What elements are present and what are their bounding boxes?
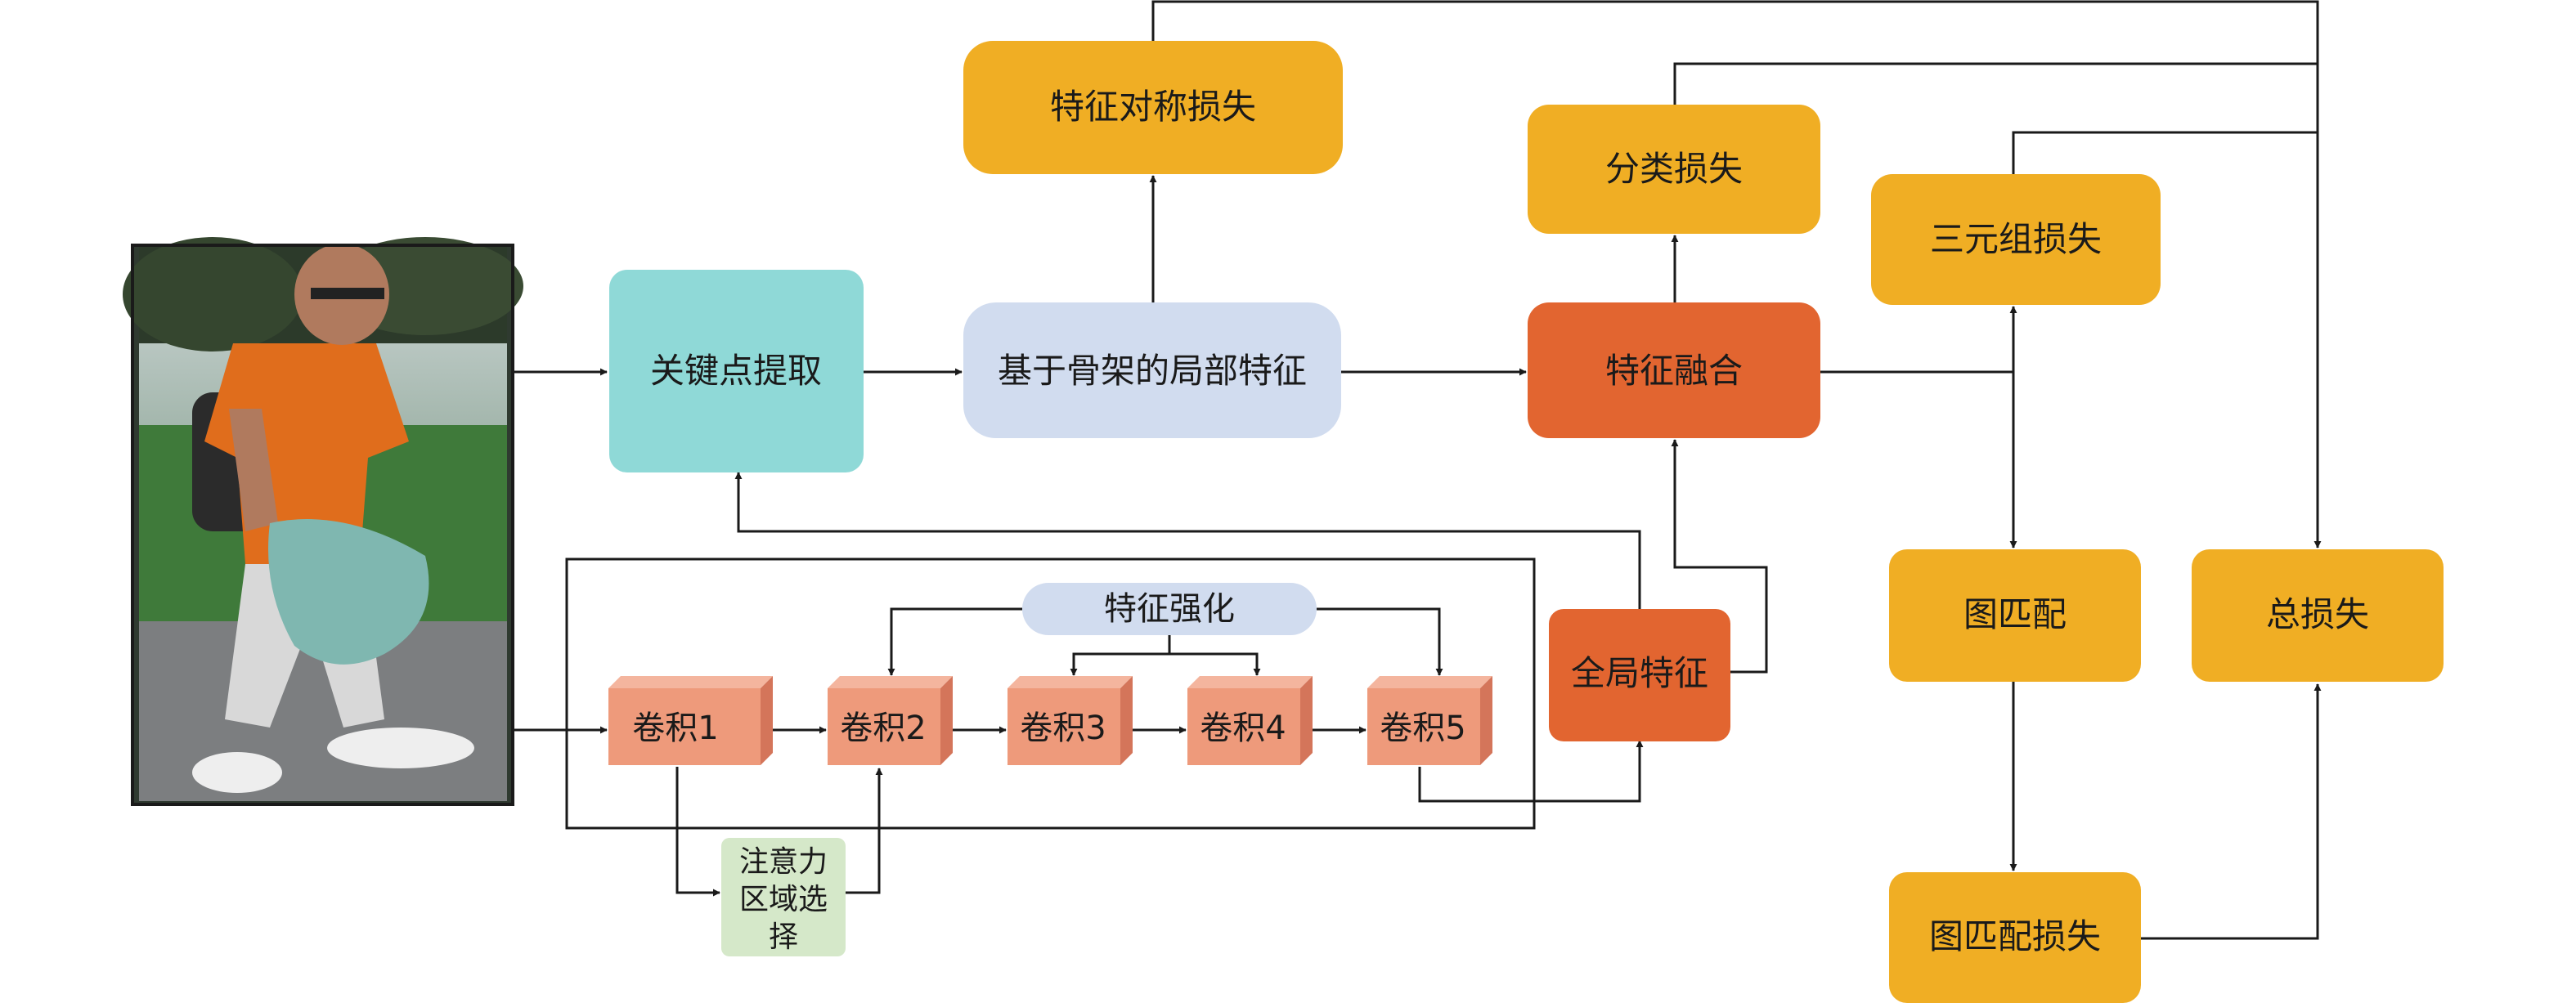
classification-loss-label: 分类损失 <box>1605 149 1743 189</box>
feature-fusion-label: 特征融合 <box>1605 351 1743 391</box>
attention-line-1: 注意力 <box>739 845 828 879</box>
person-photo <box>123 237 523 806</box>
graph-matching-label: 图匹配 <box>1963 594 2067 634</box>
total-loss-label: 总损失 <box>2266 594 2369 634</box>
conv-4-label: 卷积4 <box>1200 710 1286 747</box>
backbone-container <box>565 557 1536 830</box>
conv-2-label: 卷积2 <box>840 710 926 747</box>
graph-matching-loss-node: 图匹配损失 <box>1889 872 2141 1003</box>
classification-loss-node: 分类损失 <box>1528 105 1820 234</box>
feature-enhancement-label: 特征强化 <box>1104 590 1235 628</box>
graph-matching-loss-label: 图匹配损失 <box>1929 916 2101 956</box>
conv-3-label: 卷积3 <box>1020 710 1106 747</box>
conv-block-5: 卷积5 <box>1367 676 1492 765</box>
conv-1-label: 卷积1 <box>632 710 718 747</box>
feature-fusion-node: 特征融合 <box>1528 302 1820 438</box>
global-feature-node: 全局特征 <box>1549 609 1730 741</box>
attention-region-selection-node: 注意力 区域选 择 <box>721 838 846 956</box>
conv-block-2: 卷积2 <box>828 676 953 765</box>
feature-symmetry-loss-node: 特征对称损失 <box>963 41 1343 174</box>
triplet-loss-label: 三元组损失 <box>1930 219 2102 259</box>
triplet-loss-node: 三元组损失 <box>1871 174 2161 305</box>
conv-block-3: 卷积3 <box>1008 676 1133 765</box>
attention-line-3: 择 <box>769 920 798 954</box>
skeleton-local-feature-node: 基于骨架的局部特征 <box>963 302 1341 438</box>
conv-block-1: 卷积1 <box>608 676 773 765</box>
attention-line-2: 区域选 <box>739 883 828 916</box>
conv-5-label: 卷积5 <box>1380 710 1465 747</box>
total-loss-node: 总损失 <box>2192 549 2444 682</box>
feature-symmetry-loss-label: 特征对称损失 <box>1050 87 1256 127</box>
keypoint-extraction-label: 关键点提取 <box>650 351 822 391</box>
skeleton-local-feature-label: 基于骨架的局部特征 <box>998 351 1307 391</box>
conv-block-4: 卷积4 <box>1187 676 1313 765</box>
graph-matching-node: 图匹配 <box>1889 549 2141 682</box>
feature-enhancement-node: 特征强化 <box>1022 583 1317 635</box>
global-feature-label: 全局特征 <box>1571 653 1708 693</box>
keypoint-extraction-node: 关键点提取 <box>609 270 864 472</box>
